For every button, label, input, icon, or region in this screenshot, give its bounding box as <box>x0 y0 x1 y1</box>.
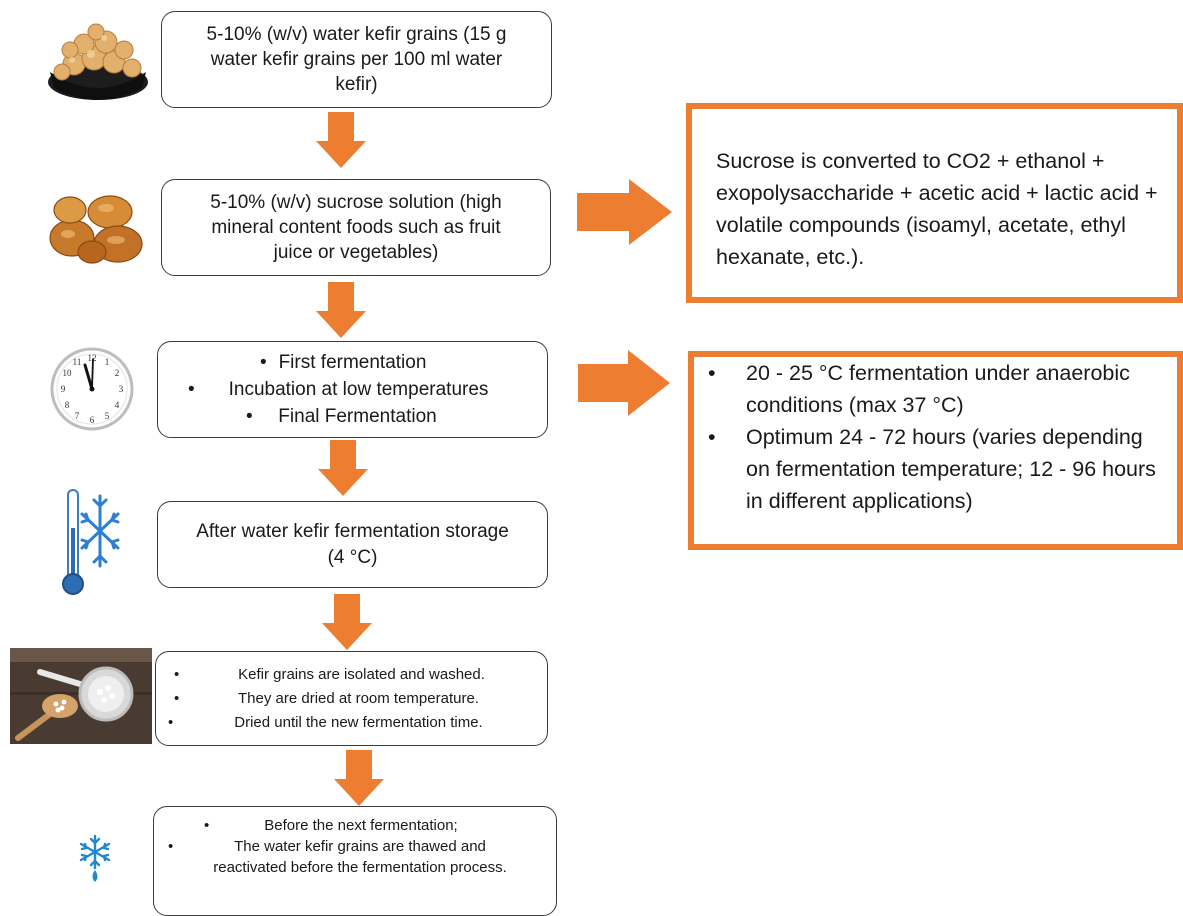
down-arrow-3 <box>318 440 368 496</box>
fermentation-bullet-1-text: First fermentation <box>278 352 427 373</box>
step-4-line-2: (4 °C) <box>327 546 378 568</box>
reactivation-bullet-1: • Before the next fermentation; <box>164 815 546 836</box>
drying-bullet-2: • They are dried at room temperature. <box>166 687 537 711</box>
fermentation-bullet-3-text: Final Fermentation <box>278 406 437 427</box>
svg-text:9: 9 <box>61 384 66 394</box>
down-arrow-4 <box>322 594 372 650</box>
conditions-bullet-2: • Optimum 24 - 72 hours (varies depending… <box>698 421 1171 517</box>
svg-text:12: 12 <box>88 353 97 363</box>
step-box-storage: After water kefir fermentation storage (… <box>157 501 548 588</box>
right-arrow-1 <box>577 179 672 245</box>
svg-text:5: 5 <box>105 411 110 421</box>
step-4-line-1: After water kefir fermentation storage <box>196 520 509 542</box>
bullet-dot: • <box>188 379 195 400</box>
down-arrow-1 <box>316 112 366 168</box>
fermentation-bullet-3: • Final Fermentation <box>168 403 537 430</box>
drying-bullet-2-text: They are dried at room temperature. <box>238 689 479 707</box>
snowflake-drop-icon <box>79 834 111 882</box>
bullet-dot: • <box>168 713 174 731</box>
conditions-bullet-1: • 20 - 25 °C fermentation under anaerobic… <box>698 357 1171 421</box>
kefir-grains-bowl-icon <box>48 23 148 100</box>
conditions-bullet-2-text: Optimum 24 - 72 hours (varies depending … <box>746 425 1156 513</box>
bullet-dot: • <box>174 665 180 683</box>
bullet-dot: • <box>708 425 716 449</box>
step-box-kefir-grains: 5-10% (w/v) water kefir grains (15 g wat… <box>161 11 552 108</box>
bullet-dot: • <box>260 352 267 373</box>
step-box-reactivation: •Before the next fermentation; •The wate… <box>153 806 557 916</box>
bullet-dot: • <box>168 838 174 855</box>
step-box-grain-drying: • Kefir grains are isolated and washed. •… <box>155 651 548 746</box>
down-arrow-2 <box>316 282 366 338</box>
svg-text:7: 7 <box>75 411 80 421</box>
step-2-line-1: 5-10% (w/v) sucrose solution (high <box>210 192 502 213</box>
svg-text:2: 2 <box>115 368 120 378</box>
right-arrow-2 <box>578 350 670 416</box>
step-1-line-2: water kefir grains per 100 ml water <box>210 49 503 70</box>
reactivation-bullet-1-text: Before the next fermentation; <box>264 817 458 834</box>
bullet-dot: • <box>174 689 180 707</box>
conditions-bullet-1-text: 20 - 25 °C fermentation under anaerobic … <box>746 361 1130 417</box>
svg-text:6: 6 <box>90 415 95 425</box>
conversion-text: Sucrose is converted to CO2 + ethanol + … <box>716 149 1158 269</box>
dried-figs-icon <box>49 195 143 264</box>
step-2-line-2: mineral content foods such as fruit <box>211 217 501 238</box>
drying-bullet-3-text: Dried until the new fermentation time. <box>234 713 483 731</box>
svg-text:11: 11 <box>73 357 82 367</box>
drying-bullet-3: • Dried until the new fermentation time. <box>166 711 537 735</box>
reactivation-bullet-2-text: The water kefir grains are thawed and re… <box>213 838 507 876</box>
reactivation-bullet-2: • The water kefir grains are thawed and r… <box>164 836 546 878</box>
bullet-dot: • <box>246 406 253 427</box>
svg-text:1: 1 <box>105 357 110 367</box>
step-box-sucrose-solution: 5-10% (w/v) sucrose solution (high miner… <box>161 179 551 276</box>
fermentation-bullet-1: • First fermentation <box>168 349 537 376</box>
conditions-box: • 20 - 25 °C fermentation under anaerobic… <box>688 351 1183 550</box>
svg-text:4: 4 <box>115 400 120 410</box>
bullet-dot: • <box>204 817 210 834</box>
step-2-line-3: juice or vegetables) <box>273 242 439 263</box>
svg-text:10: 10 <box>63 368 73 378</box>
conversion-box: Sucrose is converted to CO2 + ethanol + … <box>686 103 1183 303</box>
step-1-line-1: 5-10% (w/v) water kefir grains (15 g <box>206 24 507 45</box>
drying-bullet-1-text: Kefir grains are isolated and washed. <box>238 665 485 683</box>
fermentation-bullet-2-text: Incubation at low temperatures <box>228 379 489 400</box>
step-1-line-3: kefir) <box>335 74 378 95</box>
drying-bullet-1: • Kefir grains are isolated and washed. <box>166 663 537 687</box>
down-arrow-5 <box>334 750 384 806</box>
strainer-spoon-photo-icon <box>10 648 152 744</box>
svg-text:3: 3 <box>119 384 124 394</box>
bullet-dot: • <box>708 361 716 385</box>
thermometer-snowflake-icon <box>62 489 120 595</box>
fermentation-bullet-2: • Incubation at low temperatures <box>168 376 537 403</box>
svg-text:8: 8 <box>65 400 70 410</box>
step-box-fermentation: • First fermentation • Incubation at low t… <box>157 341 548 438</box>
